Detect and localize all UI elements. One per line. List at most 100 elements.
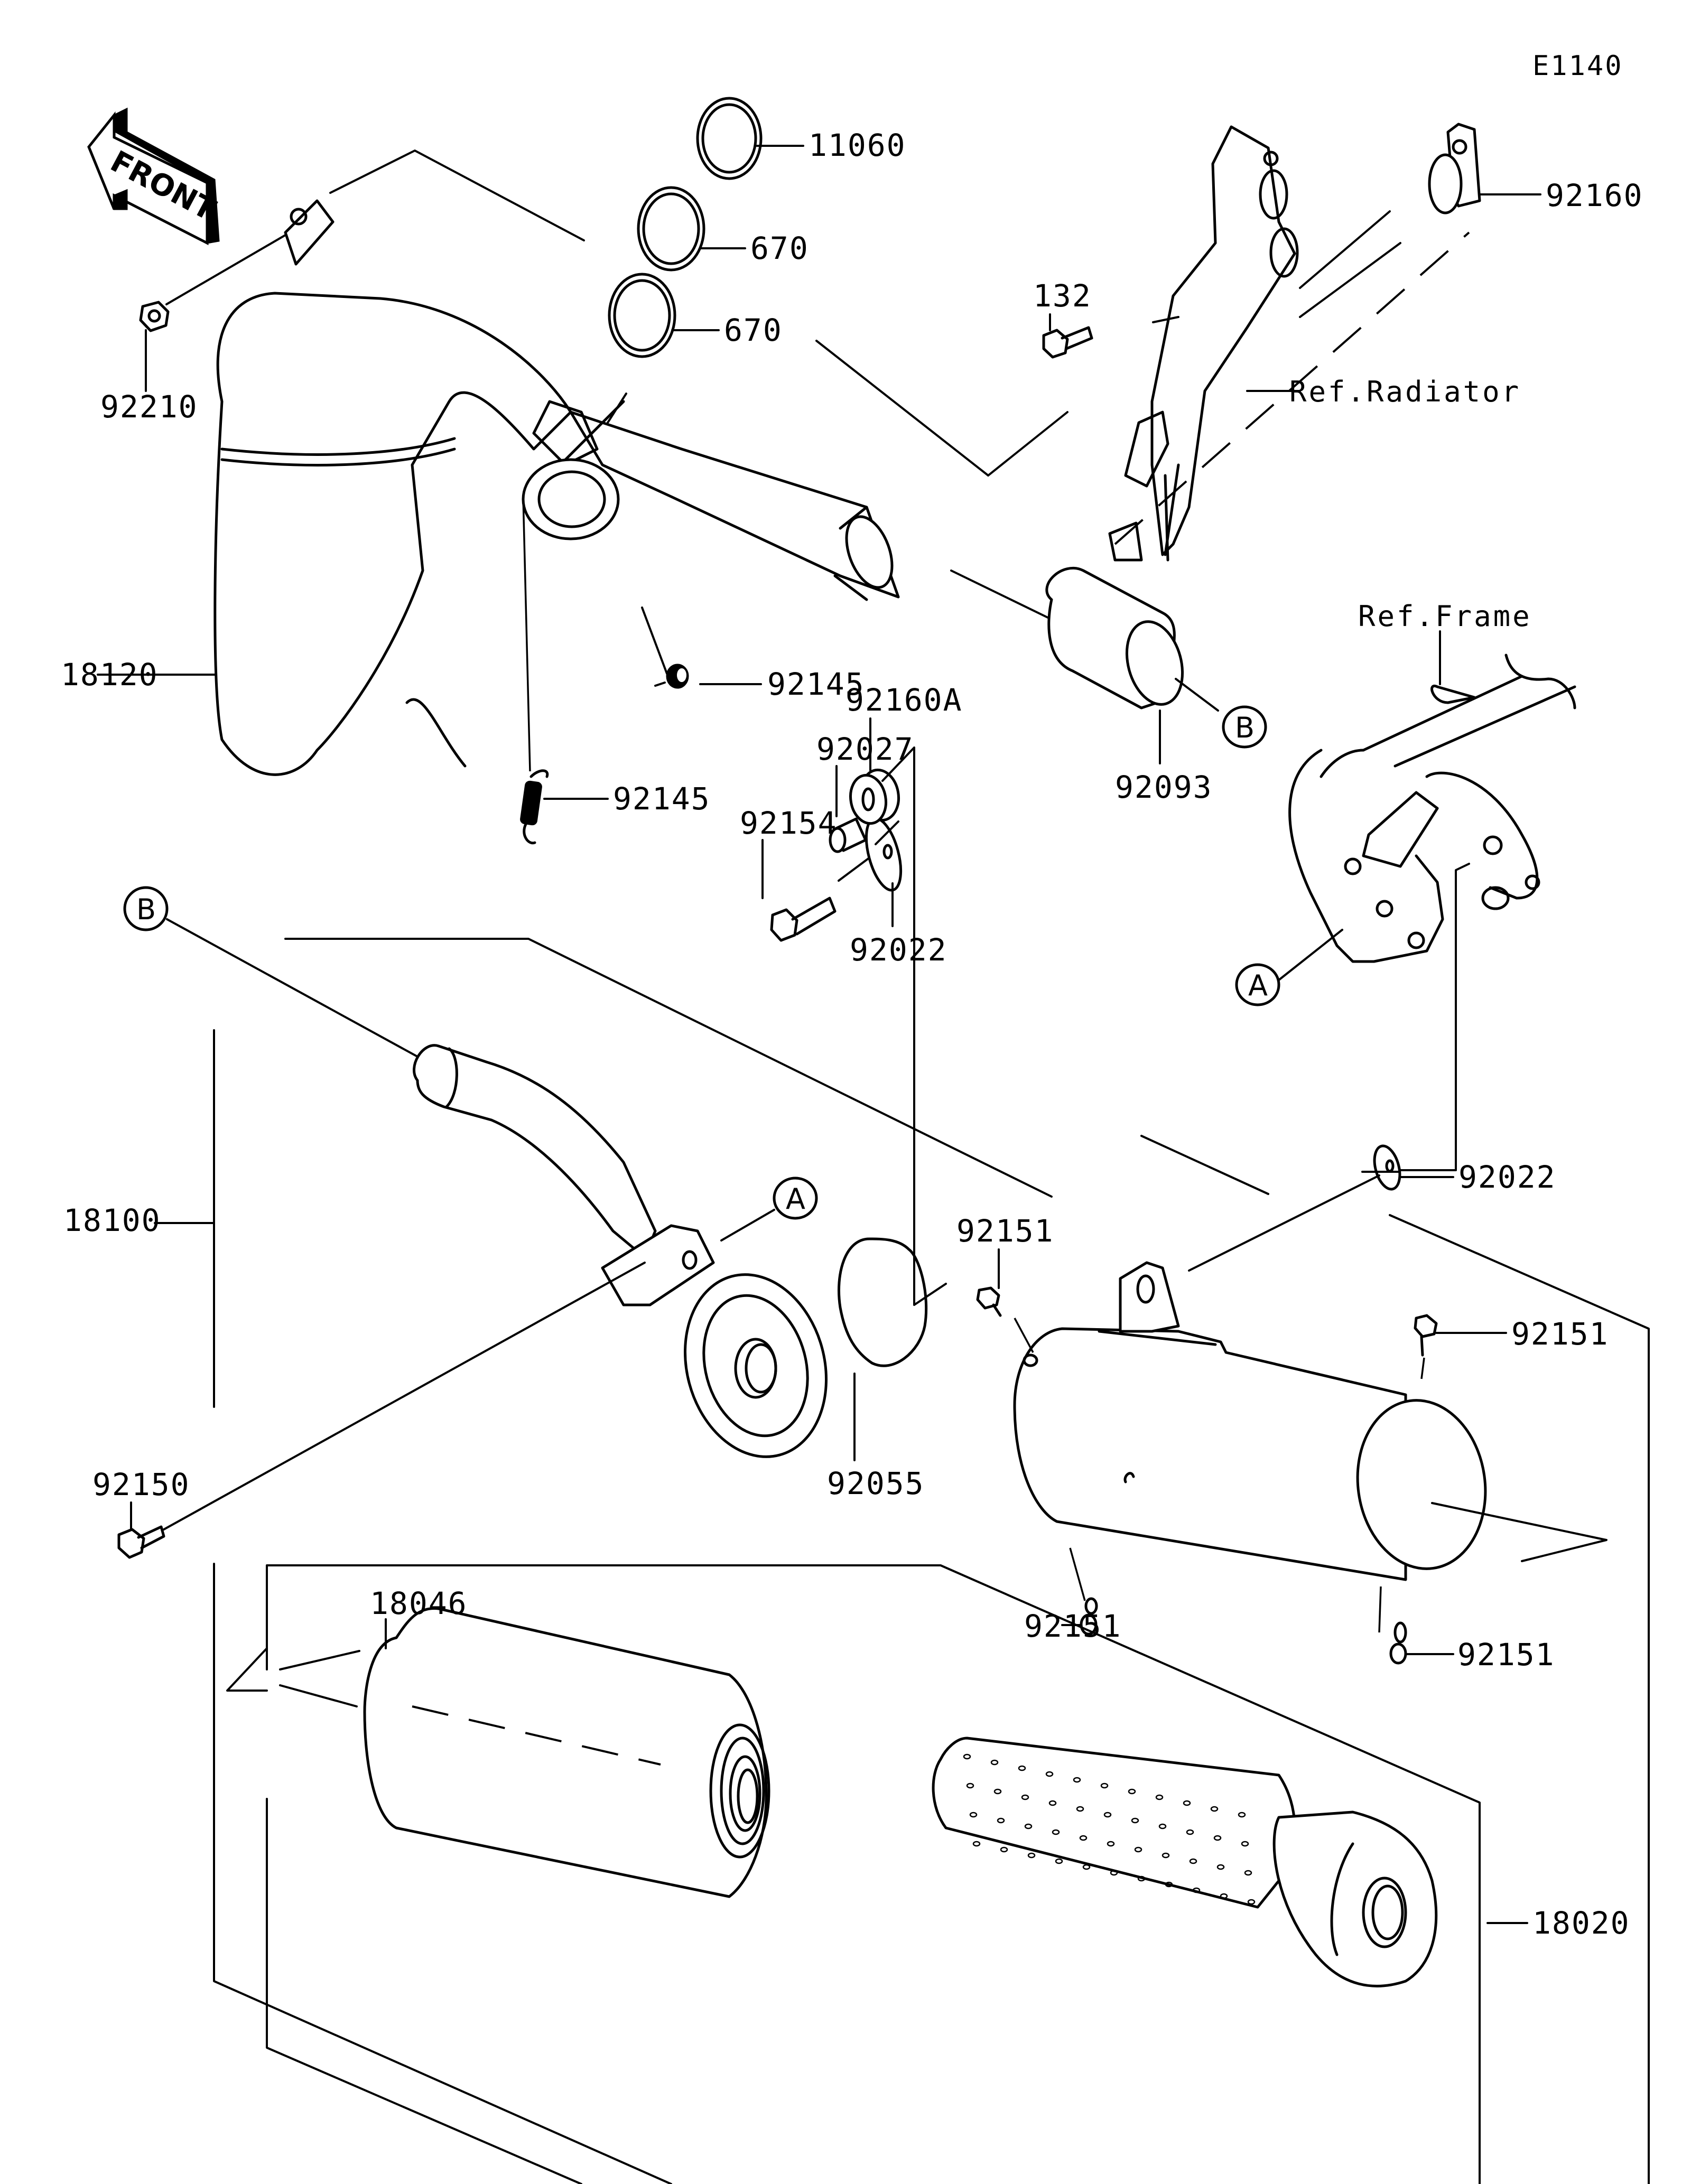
gasket-11060[interactable]	[696, 97, 763, 180]
label-92093: 92093	[1115, 769, 1213, 805]
label-92151-lower-right: 92151	[1457, 1637, 1555, 1673]
packing-perforations	[963, 1753, 1256, 1905]
exhaust-pipe-18120[interactable]	[213, 199, 901, 776]
svg-text:B: B	[136, 893, 156, 926]
perforation-hole	[1162, 1852, 1170, 1859]
silencer-18046[interactable]	[363, 1607, 770, 1898]
label-92160: 92160	[1546, 178, 1643, 213]
perforation-hole	[1079, 1835, 1088, 1841]
perforation-hole	[1134, 1846, 1142, 1853]
label-132: 132	[1033, 278, 1092, 314]
label-92145-upper: 92145	[767, 666, 865, 702]
label-18100: 18100	[63, 1202, 161, 1238]
perforation-hole	[1238, 1812, 1246, 1818]
perforation-hole	[1110, 1870, 1118, 1876]
packing-18020[interactable]	[932, 1737, 1438, 1987]
perforation-hole	[1210, 1806, 1219, 1812]
gasket-92055[interactable]	[838, 1237, 928, 1367]
bolt-92151-lower-right[interactable]	[1389, 1621, 1407, 1665]
damper-92160[interactable]	[1428, 123, 1481, 214]
perforation-hole	[1052, 1829, 1060, 1835]
bolt-92150[interactable]	[117, 1525, 165, 1559]
perforation-hole	[1103, 1812, 1112, 1818]
gasket-670-upper[interactable]	[637, 186, 705, 272]
label-18120: 18120	[61, 657, 159, 693]
perforation-hole	[1165, 1881, 1173, 1888]
perforation-hole	[1216, 1864, 1225, 1870]
label-18020: 18020	[1532, 1905, 1630, 1941]
bolt-92151-top[interactable]	[976, 1286, 1002, 1317]
label-92022-upper: 92022	[850, 932, 947, 968]
spring-92145-lower[interactable]	[520, 769, 549, 845]
washer-92022-upper[interactable]	[860, 815, 907, 894]
perforation-hole	[1018, 1765, 1026, 1771]
collar-92027[interactable]	[829, 817, 867, 853]
gasket-670-lower[interactable]	[608, 273, 676, 358]
perforation-hole	[1024, 1823, 1033, 1830]
perforation-hole	[1189, 1858, 1197, 1864]
perforation-hole	[1082, 1864, 1091, 1870]
svg-text:A: A	[786, 1182, 805, 1216]
label-92151-top: 92151	[956, 1213, 1054, 1249]
label-11060: 11060	[809, 127, 906, 163]
label-670-lower: 670	[724, 312, 783, 348]
label-92160a: 92160A	[846, 682, 963, 718]
spring-92145-upper[interactable]	[654, 664, 689, 689]
perforation-hole	[1213, 1835, 1222, 1841]
perforation-hole	[1107, 1841, 1115, 1847]
perforation-hole	[969, 1812, 978, 1818]
perforation-hole	[1241, 1841, 1249, 1847]
ref-radiator-label: Ref.Radiator	[1289, 375, 1521, 408]
perforation-hole	[1137, 1875, 1146, 1882]
label-92027: 92027	[816, 731, 914, 767]
perforation-hole	[1048, 1800, 1057, 1806]
perforation-hole	[990, 1759, 999, 1766]
nut-92210[interactable]	[139, 301, 170, 332]
label-92151-right: 92151	[1511, 1316, 1609, 1352]
perforation-hole	[1158, 1823, 1167, 1830]
diagram-code: E1140	[1532, 50, 1623, 82]
perforation-hole	[1045, 1771, 1054, 1777]
svg-text:B: B	[1235, 711, 1255, 744]
label-92154: 92154	[740, 805, 838, 841]
perforation-hole	[963, 1753, 971, 1760]
front-arrow-icon: FRONT	[87, 107, 221, 246]
perforation-hole	[972, 1841, 981, 1847]
frame-section	[1288, 654, 1576, 963]
connector-a-pipe: A	[773, 1177, 818, 1220]
bolt-132[interactable]	[1042, 326, 1093, 359]
perforation-hole	[1155, 1794, 1164, 1800]
sleeve-92093[interactable]	[1045, 566, 1191, 711]
label-92150: 92150	[92, 1467, 190, 1502]
connector-b-lower: B	[123, 886, 169, 931]
perforation-hole	[1220, 1893, 1228, 1899]
perforation-hole	[1027, 1852, 1036, 1859]
perforation-hole	[1183, 1800, 1191, 1806]
perforation-hole	[1131, 1817, 1139, 1824]
perforation-hole	[1244, 1870, 1252, 1876]
perforation-hole	[997, 1817, 1005, 1824]
perforation-hole	[1055, 1858, 1063, 1864]
perforation-hole	[1073, 1777, 1081, 1783]
washer-92022-lower[interactable]	[1370, 1143, 1404, 1192]
perforation-hole	[1128, 1788, 1136, 1795]
perforation-hole	[1186, 1829, 1194, 1835]
perforation-hole	[993, 1788, 1002, 1795]
bolt-92154[interactable]	[770, 897, 837, 942]
bolt-92151-right[interactable]	[1414, 1314, 1438, 1357]
label-92022-lower: 92022	[1458, 1159, 1556, 1195]
damper-92160a[interactable]	[847, 767, 903, 826]
perforation-hole	[966, 1782, 974, 1789]
label-18046: 18046	[370, 1585, 468, 1621]
connector-b-upper: B	[1222, 705, 1267, 749]
label-92145-lower: 92145	[613, 781, 711, 817]
label-670-upper: 670	[750, 230, 809, 266]
muffler-pipe-18100[interactable]	[413, 1044, 846, 1473]
radiator-bracket	[1108, 125, 1470, 562]
perforation-hole	[1100, 1782, 1109, 1789]
perforation-hole	[1192, 1887, 1201, 1893]
perforation-hole	[1021, 1794, 1029, 1800]
silencer-body[interactable]	[1013, 1261, 1496, 1581]
connector-a-frame: A	[1235, 963, 1280, 1006]
